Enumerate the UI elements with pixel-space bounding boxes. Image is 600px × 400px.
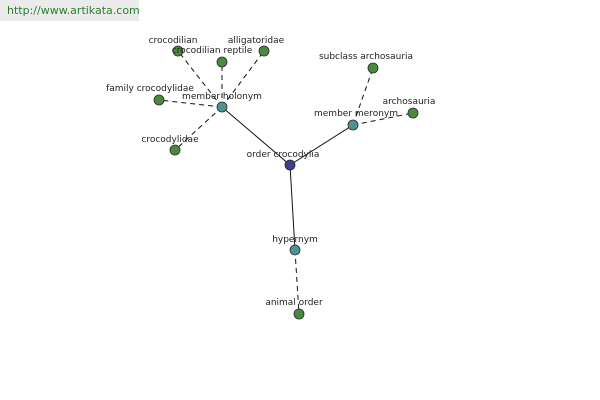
label-hypernym: hypernym — [272, 235, 318, 245]
node-hypernym[interactable] — [289, 244, 301, 256]
node-crocodilian-reptile[interactable] — [216, 56, 228, 68]
edge-holonym-crocodylidae — [174, 106, 223, 151]
label-member-holonym: member holonym — [182, 92, 262, 102]
label-archosauria: archosauria — [383, 97, 436, 107]
node-crocodylidae[interactable] — [169, 144, 181, 156]
node-order-crocodylia[interactable] — [284, 159, 296, 171]
label-animal-order: animal order — [265, 298, 323, 308]
edge-holonym-crocodilian — [177, 50, 223, 108]
edge-holonym-family-crocodylidae — [158, 99, 223, 108]
edge-holonym-alligatoridae — [221, 50, 265, 108]
edge-center-member-holonym — [221, 106, 291, 166]
label-family-crocodylidae: family crocodylidae — [106, 84, 194, 94]
label-alligatoridae: alligatoridae — [228, 36, 285, 46]
node-subclass-archosauria[interactable] — [367, 62, 379, 74]
node-family-crocodylidae[interactable] — [153, 94, 165, 106]
label-order-crocodylia: order crocodylia — [247, 150, 320, 160]
node-archosauria[interactable] — [407, 107, 419, 119]
label-subclass-archosauria: subclass archosauria — [319, 52, 413, 62]
label-crocodylidae: crocodylidae — [141, 135, 199, 145]
label-crocodilian-reptile: crocodilian reptile — [172, 46, 253, 56]
watermark-url[interactable]: http://www.artikata.com — [0, 0, 140, 21]
label-member-meronym: member meronym — [314, 109, 398, 119]
edge-center-hypernym — [289, 164, 296, 251]
node-member-meronym[interactable] — [347, 119, 359, 131]
node-animal-order[interactable] — [293, 308, 305, 320]
edge-meronym-subclass-archosauria — [352, 67, 374, 126]
node-crocodilian[interactable] — [172, 45, 184, 57]
label-crocodilian: crocodilian — [149, 36, 198, 46]
node-alligatoridae[interactable] — [258, 45, 270, 57]
edge-center-member-meronym — [289, 124, 354, 166]
edge-hypernym-animal-order — [294, 249, 300, 315]
node-member-holonym[interactable] — [216, 101, 228, 113]
edge-meronym-archosauria — [352, 112, 414, 126]
